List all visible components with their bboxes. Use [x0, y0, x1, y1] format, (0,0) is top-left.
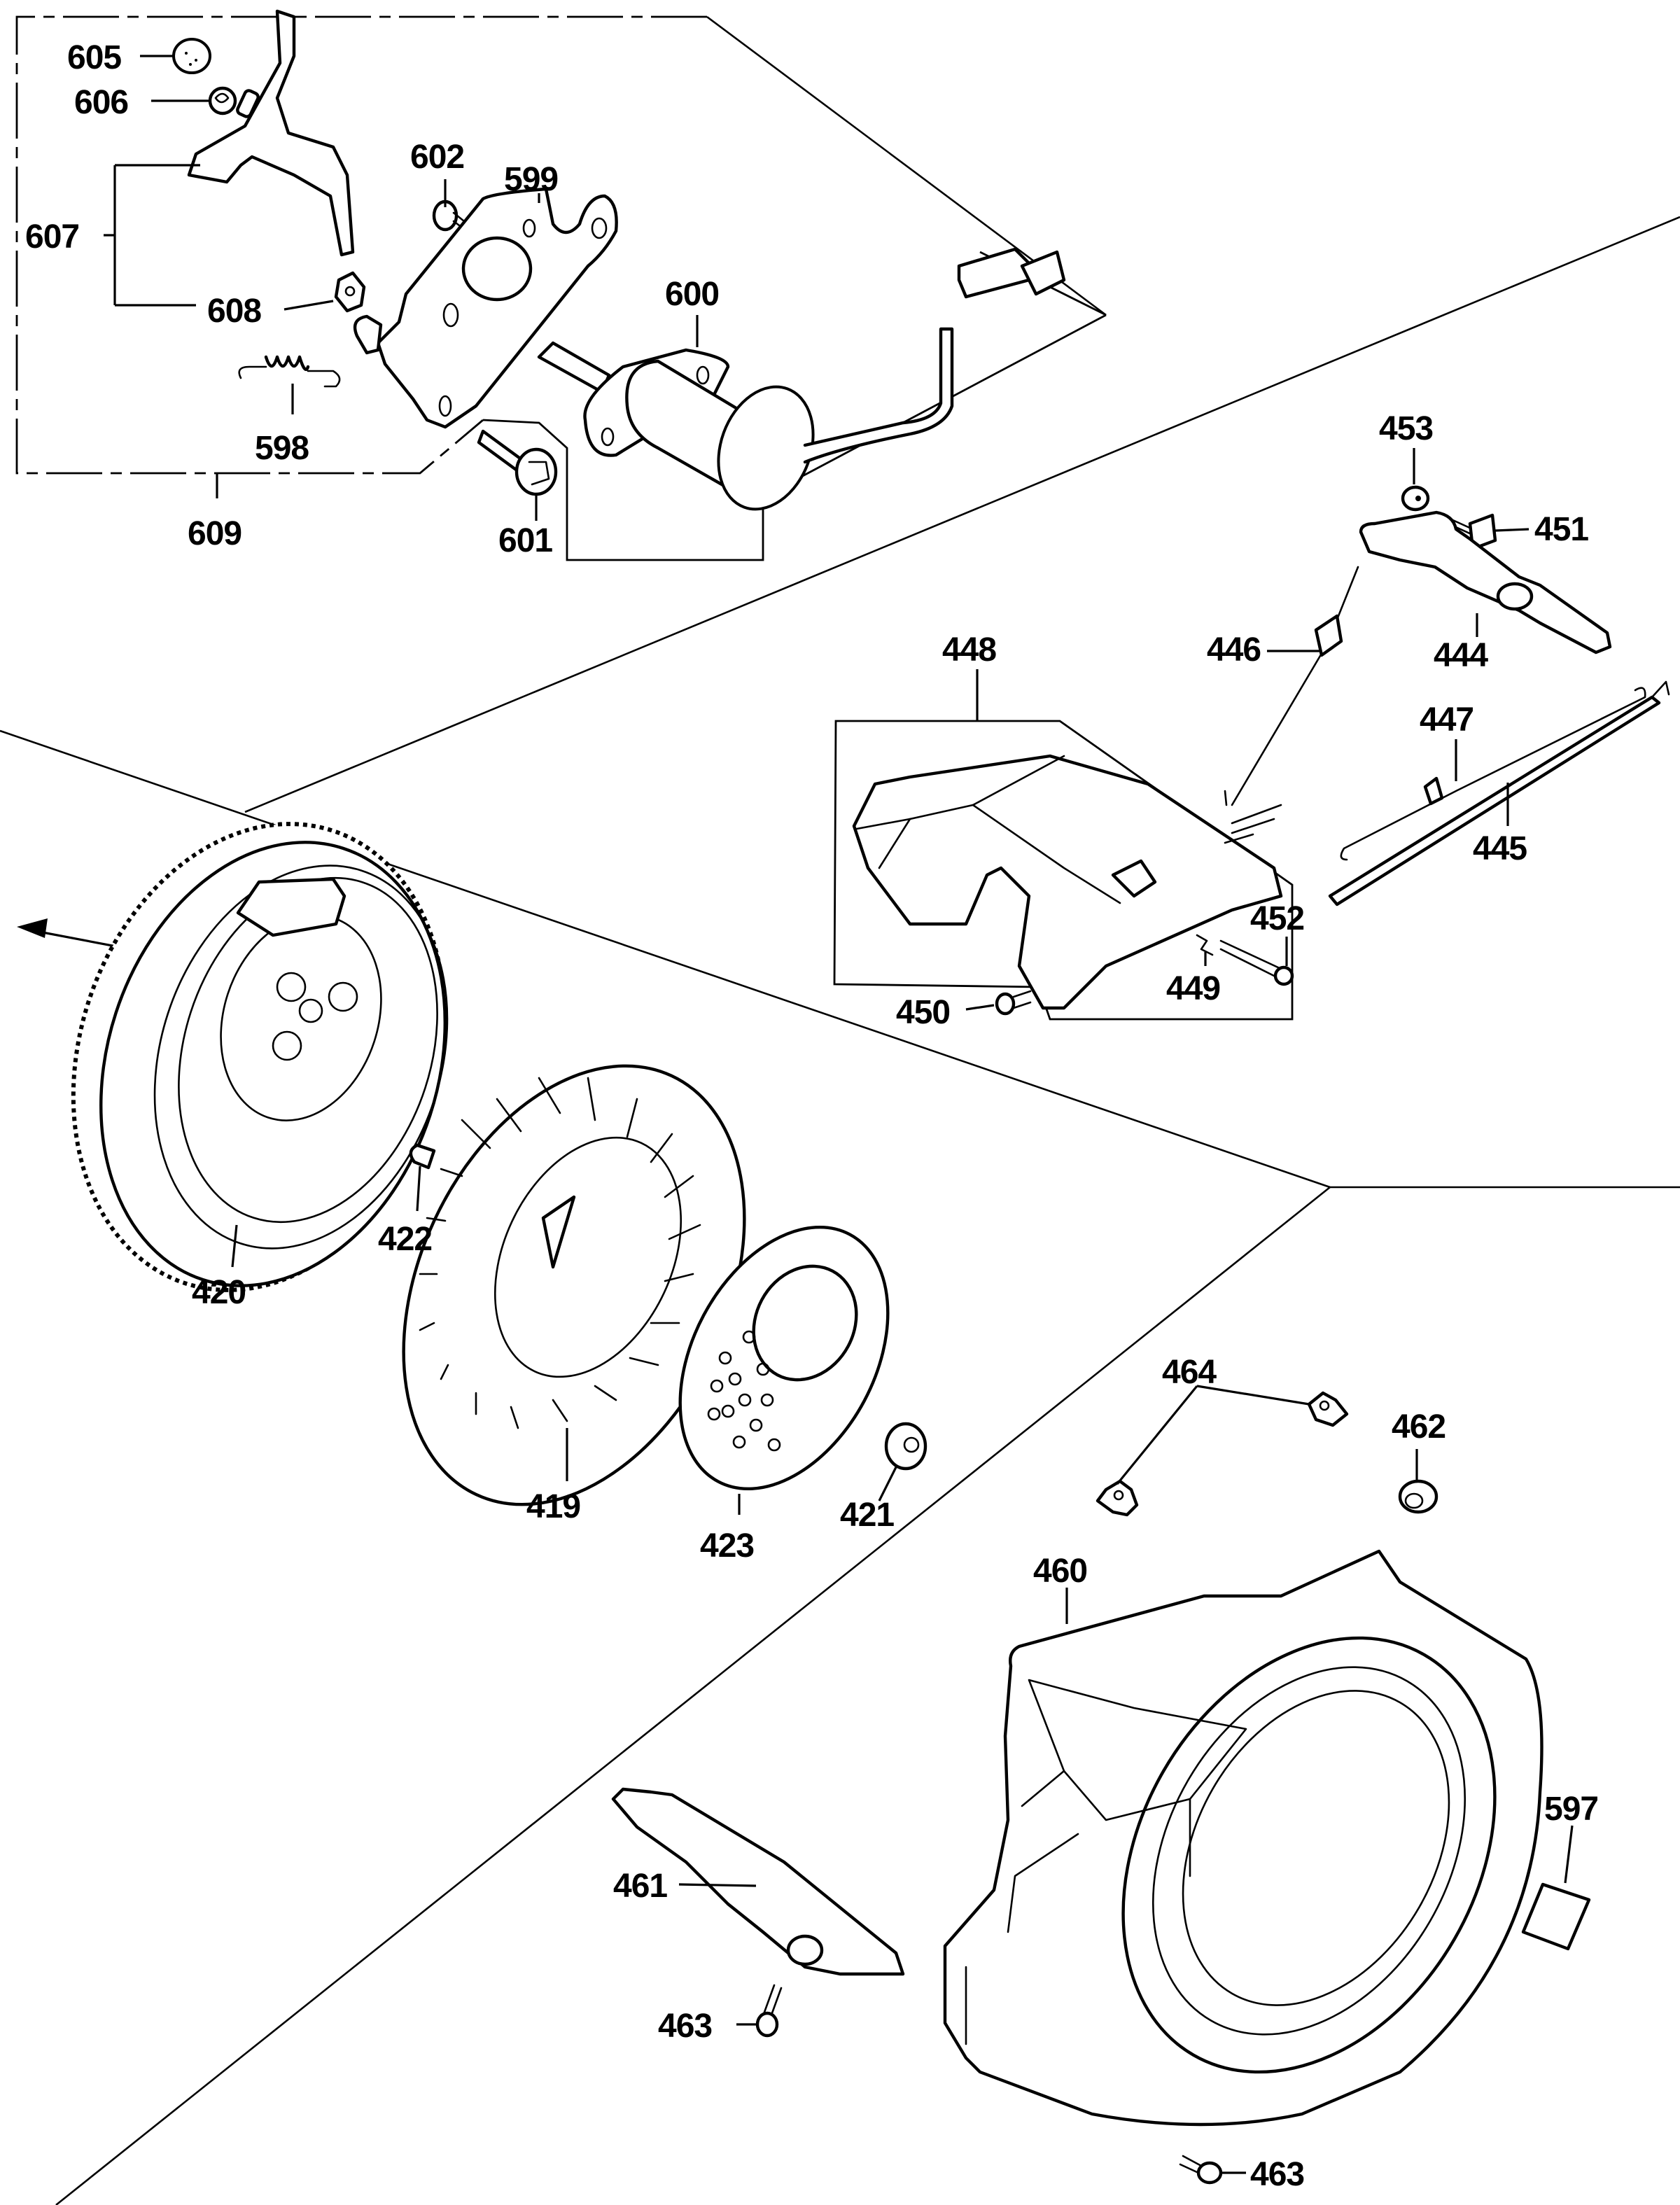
part-452-bolt[interactable]: [1219, 939, 1294, 986]
label-453: 453: [1379, 410, 1433, 447]
label-444: 444: [1434, 637, 1488, 674]
separator-lower-diagonal: [55, 1186, 1331, 2205]
part-445-rod[interactable]: [1328, 680, 1670, 906]
separator-upper-right: [244, 216, 1680, 813]
part-447-spring[interactable]: [1340, 687, 1646, 861]
label-599: 599: [504, 161, 558, 198]
part-601-bolt[interactable]: [477, 429, 558, 496]
label-420: 420: [192, 1274, 246, 1311]
label-597: 597: [1544, 1791, 1598, 1828]
part-598-spring[interactable]: [238, 355, 341, 388]
part-421-nut[interactable]: [884, 1422, 927, 1471]
label-602: 602: [410, 139, 464, 176]
governor-group-frame: [833, 720, 1294, 1021]
leader-lines: [104, 55, 1574, 2174]
part-labels: 605 606 607 608 598 609 602 599 600 601 …: [25, 39, 1599, 2193]
label-446: 446: [1207, 631, 1261, 668]
label-600: 600: [665, 276, 719, 313]
label-608: 608: [207, 293, 261, 330]
part-461-air-guide[interactable]: [611, 1787, 905, 1976]
part-450-bolt[interactable]: [995, 990, 1032, 1016]
label-423: 423: [700, 1527, 754, 1564]
label-419: 419: [526, 1488, 580, 1525]
part-448-bracket[interactable]: [852, 754, 1283, 1010]
part-606-clip[interactable]: [208, 86, 237, 115]
part-453-nut[interactable]: [1401, 485, 1430, 512]
label-445: 445: [1473, 830, 1527, 867]
label-447: 447: [1420, 701, 1474, 738]
part-464-clip-b[interactable]: [1307, 1391, 1349, 1427]
part-444-governor-arm[interactable]: [1359, 510, 1612, 654]
label-450: 450: [896, 994, 950, 1031]
part-607-lever[interactable]: [187, 9, 355, 257]
label-598: 598: [255, 430, 309, 467]
frame-448: [833, 720, 1294, 1021]
part-605-knob[interactable]: [172, 38, 211, 74]
label-606: 606: [74, 84, 128, 121]
part-608-nut[interactable]: [334, 271, 366, 313]
part-463-bolt-b[interactable]: [1179, 2155, 1223, 2185]
label-448: 448: [942, 631, 996, 668]
part-446-rod[interactable]: [1224, 566, 1359, 806]
part-464-clip-a[interactable]: [1096, 1479, 1139, 1517]
part-449-spring[interactable]: [1196, 934, 1214, 956]
part-422-key[interactable]: [409, 1143, 436, 1170]
part-423-starter-cup[interactable]: [638, 1191, 930, 1524]
label-607: 607: [25, 218, 79, 255]
part-600-solenoid[interactable]: [537, 247, 1066, 522]
part-463-bolt-a[interactable]: [755, 1984, 783, 2038]
label-460: 460: [1033, 1553, 1087, 1590]
label-464: 464: [1162, 1354, 1217, 1391]
separator-middle: [0, 729, 1331, 1189]
label-605: 605: [67, 39, 121, 76]
label-451: 451: [1534, 511, 1588, 548]
label-463-a: 463: [658, 2008, 712, 2045]
label-421: 421: [840, 1497, 894, 1534]
label-462: 462: [1392, 1408, 1446, 1446]
label-609: 609: [188, 515, 241, 552]
part-460-blower-housing[interactable]: [943, 1549, 1570, 2139]
label-422: 422: [378, 1221, 432, 1258]
label-463-b: 463: [1250, 2156, 1304, 2193]
part-599-plate[interactable]: [353, 187, 618, 429]
part-420-flywheel[interactable]: [15, 776, 503, 1339]
part-462-grommet[interactable]: [1398, 1479, 1438, 1514]
label-449: 449: [1166, 970, 1220, 1007]
label-601: 601: [498, 522, 552, 559]
frame-609: [15, 15, 707, 475]
label-461: 461: [613, 1868, 667, 1905]
label-452: 452: [1250, 900, 1304, 937]
part-597-label[interactable]: [1521, 1882, 1591, 1951]
